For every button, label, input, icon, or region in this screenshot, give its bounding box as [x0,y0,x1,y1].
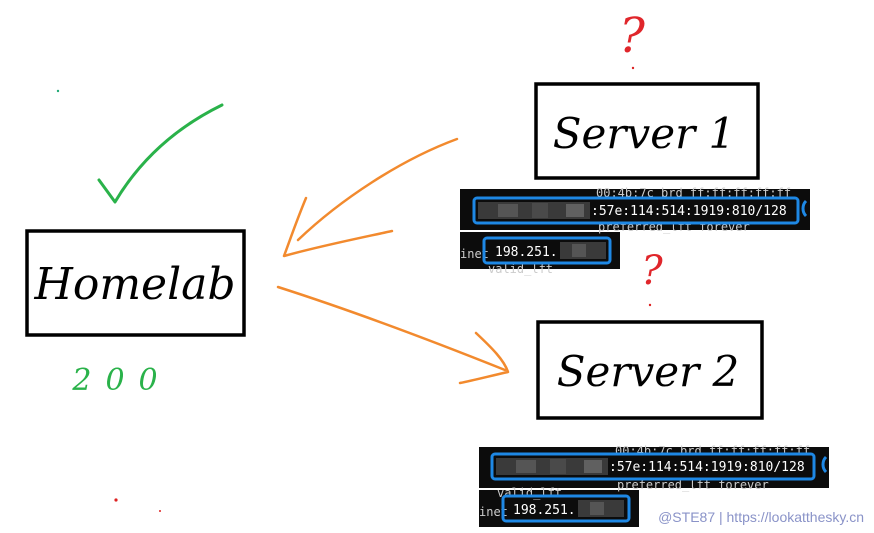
terminal-line-preferred: preferred_lft forever [617,478,769,492]
ipv4-address: 198.251. [495,245,558,260]
terminal-snippet-2: 00:4b:7c brd ff:ff:ff:ff:ff preferred_lf… [479,444,829,527]
terminal-line-brd: 00:4b:7c brd ff:ff:ff:ff:ff [615,444,810,458]
check-icon [97,103,224,204]
terminal-inet-label: inet [460,247,489,261]
redacted-block [560,242,606,259]
server2-node: Server 2 ? [536,248,764,420]
arrow-line [296,137,459,242]
arrow-line [276,285,507,372]
ipv4-address: 198.251. [513,503,576,518]
server1-node: Server 1 ? [534,8,760,180]
terminal-inet-label: inet [479,505,508,519]
server2-status: ? [641,248,663,294]
arrow-homelab-to-server2 [276,285,510,385]
redacted-block [496,458,608,475]
stray-dot [56,89,60,93]
redacted-block [578,500,624,517]
server2-box [536,320,764,420]
server2-label: Server 2 [557,347,739,396]
arrow-server1-to-homelab [282,137,459,258]
highlight-edge [801,199,808,218]
highlight-edge [821,455,828,474]
terminal-line-valid: valid_lft [497,486,562,500]
ipv6-highlight [472,196,800,225]
server1-box [534,82,760,180]
terminal-snippet-1: 00:4b:7c brd ff:ff:ff:ff:ff preferred_lf… [460,186,810,276]
stray-dot [159,510,161,512]
homelab-box [25,229,246,337]
ipv6-address: :57e:114:514:1919:810/128 [609,460,805,475]
homelab-label: Homelab [33,259,235,310]
stray-dot [648,303,652,307]
server1-status: ? [619,8,645,64]
ipv4-highlight [482,236,612,265]
arrow-head [458,331,510,385]
ipv6-address: :57e:114:514:1919:810/128 [591,204,787,219]
stray-dot [631,66,635,70]
ipv6-highlight [490,452,816,481]
arrow-head [282,196,394,258]
homelab-node: Homelab 200 [25,229,246,398]
server1-label: Server 1 [553,109,735,158]
ipv4-highlight [501,494,631,523]
redacted-block [478,202,590,219]
stray-dot [114,498,118,502]
watermark: @STE87 | https://lookatthesky.cn [658,509,864,525]
terminal-line-valid: valid_lft [488,262,553,276]
homelab-status: 200 [71,363,171,398]
